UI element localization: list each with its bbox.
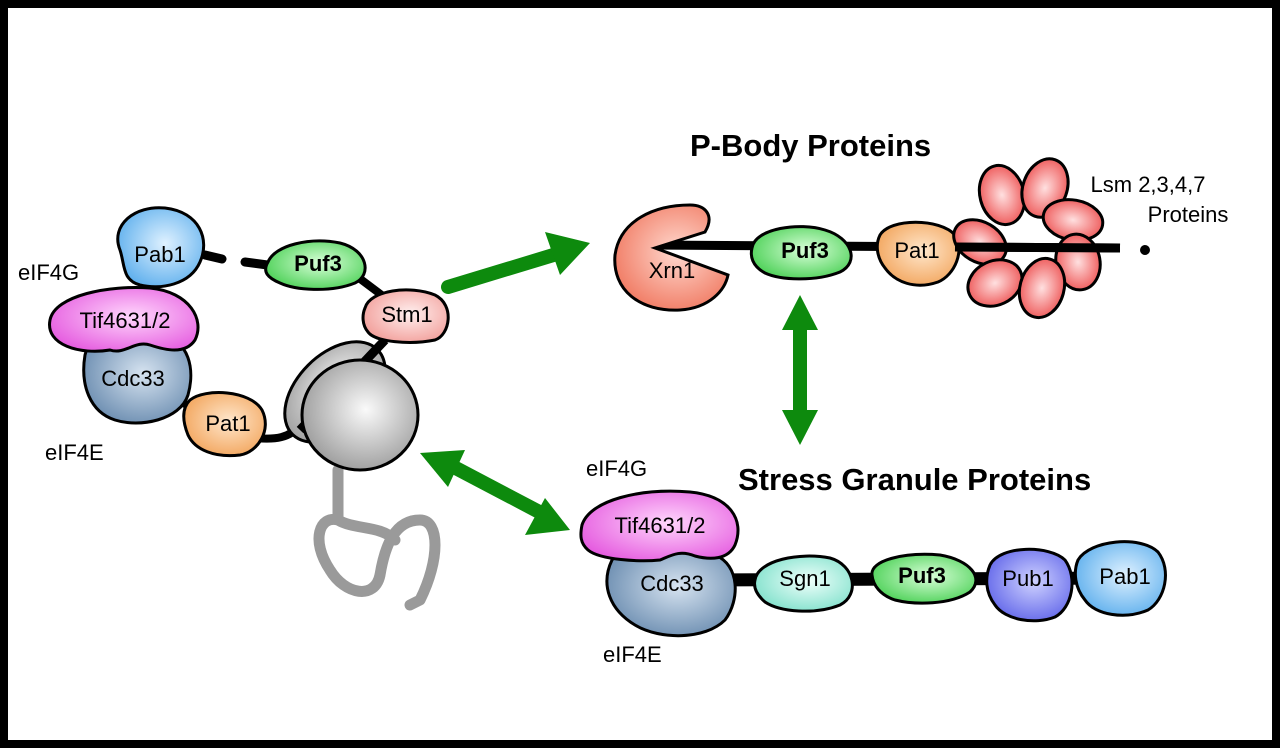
lsm-protein	[952, 218, 1008, 266]
stress-granule-title: Stress Granule Proteins	[738, 462, 1091, 497]
pbody-group: P-Body Proteins Xrn1 Puf3 Pat1	[613, 128, 1229, 320]
label-eif4g: eIF4G	[18, 260, 79, 285]
arrow-complex-stressgranule	[420, 450, 570, 535]
stress-granule-group: Stress Granule Proteins eIF4G eIF4E Cdc3…	[579, 456, 1167, 667]
strand-end-dot	[1140, 245, 1150, 255]
protein-puf3-pbody[interactable]: Puf3	[749, 225, 853, 281]
diagram-svg: Pab1 Puf3 Stm1 Cdc33 Tif4631/2 Pat1 eIF4…	[18, 128, 1229, 667]
left-complex: Pab1 Puf3 Stm1 Cdc33 Tif4631/2 Pat1 eIF4…	[18, 206, 450, 611]
protein-label: Cdc33	[101, 366, 165, 391]
pbody-title: P-Body Proteins	[690, 128, 931, 163]
protein-pat1[interactable]: Pat1	[182, 391, 267, 458]
lsm-label-line1: Lsm 2,3,4,7	[1091, 172, 1206, 197]
protein-label: Pab1	[1099, 564, 1150, 589]
protein-tif4631-sg[interactable]: Tif4631/2	[579, 489, 740, 563]
protein-tif4631[interactable]: Tif4631/2	[48, 286, 200, 353]
pbody-mrna-strand-over	[954, 242, 1121, 253]
mrna-dash	[200, 250, 227, 264]
protein-label: Pab1	[134, 242, 185, 267]
protein-cdc33[interactable]: Cdc33	[82, 330, 193, 425]
protein-pab1[interactable]: Pab1	[116, 206, 206, 289]
protein-label: Sgn1	[779, 566, 830, 591]
protein-label: Puf3	[781, 238, 829, 263]
label-eif4e: eIF4E	[45, 440, 104, 465]
ribosome-large-subunit	[300, 358, 420, 472]
protein-label: Puf3	[294, 251, 342, 276]
lsm-ring	[952, 157, 1121, 320]
protein-stm1[interactable]: Stm1	[361, 288, 450, 344]
protein-pat1-pbody[interactable]: Pat1	[875, 220, 961, 287]
protein-pub1[interactable]: Pub1	[985, 547, 1074, 623]
mrna-tail	[313, 464, 441, 611]
protein-label: Pub1	[1002, 566, 1053, 591]
label-eif4g-sg: eIF4G	[586, 456, 647, 481]
lsm-label-line2: Proteins	[1148, 202, 1229, 227]
arrow-to-pbody	[441, 232, 590, 294]
protein-puf3[interactable]: Puf3	[264, 239, 367, 291]
protein-pab1-sg[interactable]: Pab1	[1073, 540, 1167, 617]
protein-label: Stm1	[381, 302, 432, 327]
ribosome	[283, 336, 420, 472]
protein-label: Xrn1	[649, 258, 695, 283]
label-eif4e-sg: eIF4E	[603, 642, 662, 667]
protein-label: Cdc33	[640, 571, 704, 596]
protein-label: Pat1	[894, 238, 939, 263]
protein-xrn1[interactable]: Xrn1	[613, 203, 730, 312]
protein-puf3-sg[interactable]: Puf3	[870, 552, 978, 605]
protein-cdc33-sg[interactable]: Cdc33	[605, 544, 737, 638]
protein-label: Puf3	[898, 563, 946, 588]
protein-sgn1[interactable]: Sgn1	[753, 554, 854, 613]
diagram-canvas: Pab1 Puf3 Stm1 Cdc33 Tif4631/2 Pat1 eIF4…	[8, 8, 1272, 740]
protein-label: Tif4631/2	[615, 513, 706, 538]
lsm-protein	[966, 258, 1024, 308]
protein-label: Pat1	[205, 411, 250, 436]
arrow-pbody-stressgranule	[782, 295, 818, 445]
protein-label: Tif4631/2	[80, 308, 171, 333]
lsm-protein	[1017, 256, 1067, 320]
